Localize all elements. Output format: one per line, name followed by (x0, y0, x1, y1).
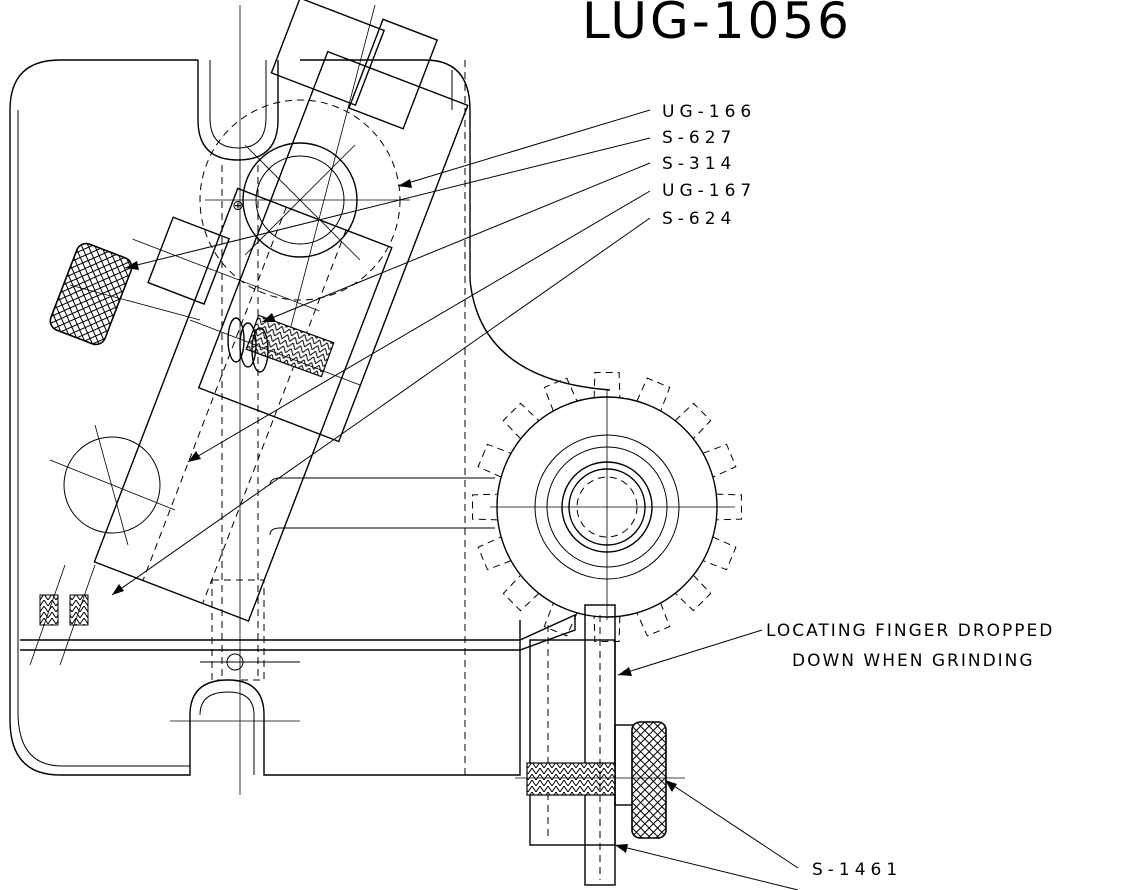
arm-tip-stubs (29, 564, 96, 666)
callout-labels: UG-166 S-627 S-314 UG-167 S-624 (662, 102, 756, 229)
gear-tooth (702, 536, 737, 571)
gear-tooth (636, 602, 671, 637)
spring-screw (189, 314, 361, 386)
callout-s1461: S-1461 (812, 860, 902, 880)
gear-tooth (674, 574, 712, 612)
note-line-2: DOWN WHEN GRINDING (792, 651, 1035, 671)
callout-ug166: UG-166 (662, 102, 756, 122)
drawing-title: LUG-1056 (582, 0, 852, 50)
callout-ug167: UG-167 (662, 181, 756, 201)
callout-s624: S-624 (662, 209, 736, 229)
svg-text:⊕: ⊕ (232, 198, 246, 214)
gear-tooth (702, 443, 737, 478)
gear-tooth (477, 443, 512, 478)
gear-tooth (543, 602, 578, 637)
note-line-1: LOCATING FINGER DROPPED (766, 621, 1054, 641)
callout-s627: S-627 (662, 128, 736, 148)
gear-tooth (593, 616, 621, 642)
leader-lines (111, 109, 799, 890)
arm-knob (49, 242, 201, 346)
gear-tooth (543, 377, 578, 412)
gear-tooth (472, 493, 498, 521)
center-shaft (170, 5, 300, 795)
locating-finger (515, 604, 685, 886)
gear-tooth (716, 493, 742, 521)
gear-cutter (472, 372, 742, 642)
lower-pivot (49, 424, 176, 546)
gear-tooth (477, 536, 512, 571)
gear-tooth (674, 402, 712, 440)
callout-s314: S-314 (662, 154, 736, 174)
grinding-note: LOCATING FINGER DROPPED DOWN WHEN GRINDI… (766, 621, 1054, 671)
gear-tooth (502, 402, 540, 440)
gear-tooth (636, 377, 671, 412)
locating-bar (20, 477, 576, 663)
upper-pivot: ⊕ (199, 4, 410, 331)
gear-tooth (593, 372, 621, 398)
fixture-body (9, 59, 611, 840)
gear-tooth (502, 574, 540, 612)
